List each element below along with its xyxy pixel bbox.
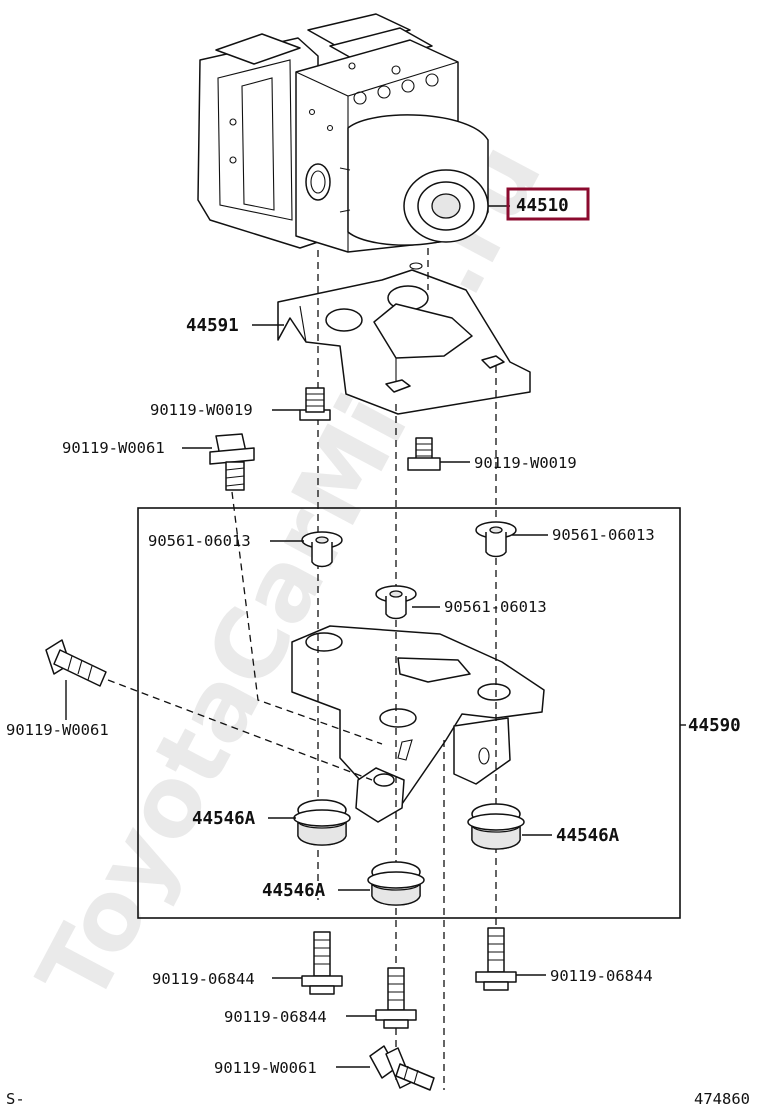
bolt-90119-w0061-a bbox=[209, 433, 255, 491]
bolt-90119-w0019-b bbox=[407, 437, 441, 471]
label-90119-w0061-c: 90119-W0061 bbox=[214, 1059, 317, 1077]
bolt-90119-06844-b bbox=[475, 927, 517, 991]
bracket-44590 bbox=[291, 625, 545, 823]
label-90561-06013-b: 90561-06013 bbox=[552, 526, 655, 544]
label-90119-06844-c: 90119-06844 bbox=[224, 1008, 327, 1026]
bolt-90119-06844-c bbox=[375, 967, 417, 1029]
label-90119-w0061-b: 90119-W0061 bbox=[6, 721, 109, 739]
label-90119-06844-b: 90119-06844 bbox=[550, 967, 653, 985]
bolt-90119-w0019-a bbox=[299, 387, 331, 421]
footer-drawing-number: 474860 bbox=[694, 1090, 750, 1108]
label-44546a-c: 44546A bbox=[262, 881, 326, 901]
bolt-90119-06844-a bbox=[301, 931, 343, 995]
collar-90561-b bbox=[475, 521, 517, 558]
label-90561-06013-a: 90561-06013 bbox=[148, 532, 251, 550]
bushing-44546a-left bbox=[293, 799, 351, 846]
collar-90561-c bbox=[375, 585, 417, 620]
label-90119-w0019-b: 90119-W0019 bbox=[474, 454, 577, 472]
highlight-box-44510 bbox=[506, 187, 590, 221]
assembly-box-44590 bbox=[137, 507, 681, 919]
leader-lines bbox=[65, 205, 686, 1068]
collar-90561-a bbox=[301, 531, 343, 568]
bushing-44546a-bottom bbox=[367, 861, 425, 906]
label-90119-w0061-a: 90119-W0061 bbox=[62, 439, 165, 457]
label-44546a-a: 44546A bbox=[192, 809, 256, 829]
abs-actuator-44510 bbox=[197, 13, 489, 253]
bushing-44546a-right bbox=[467, 803, 525, 850]
footer-left-code: S- bbox=[6, 1090, 25, 1108]
label-90119-06844-a: 90119-06844 bbox=[152, 970, 255, 988]
label-44591: 44591 bbox=[186, 316, 239, 336]
bolt-90119-w0061-c bbox=[369, 1045, 435, 1091]
label-44546a-b: 44546A bbox=[556, 826, 620, 846]
bolt-90119-w0061-b bbox=[45, 639, 107, 687]
label-44510: 44510 bbox=[516, 196, 569, 216]
label-90119-w0019-a: 90119-W0019 bbox=[150, 401, 253, 419]
label-90561-06013-c: 90561-06013 bbox=[444, 598, 547, 616]
label-44590: 44590 bbox=[688, 716, 741, 736]
bracket-44591 bbox=[277, 262, 531, 415]
